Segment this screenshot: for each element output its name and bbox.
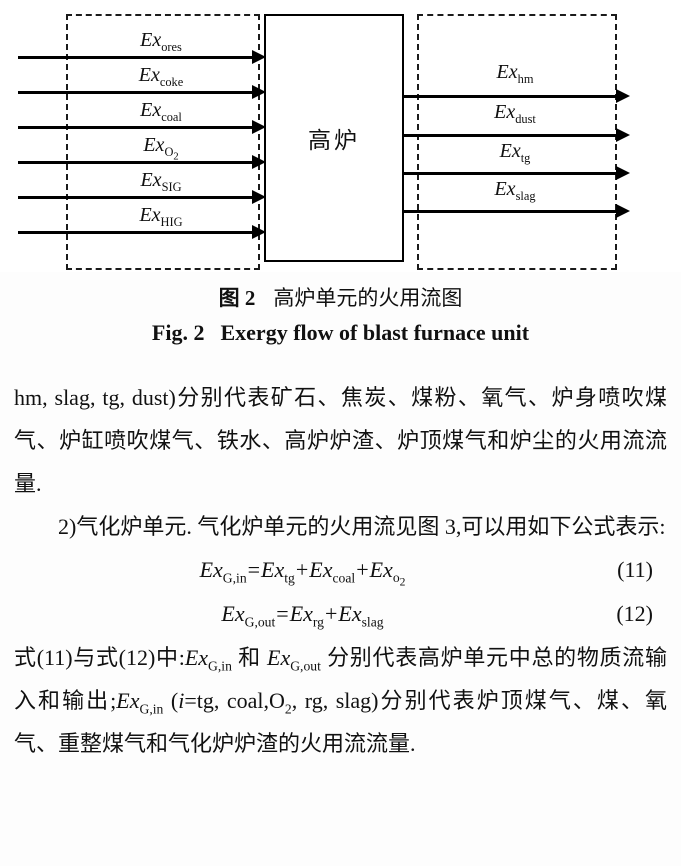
paragraph-2: 2)气化炉单元. 气化炉单元的火用流见图 3,可以用如下公式表示: bbox=[58, 514, 666, 539]
input-arrow-o2 bbox=[18, 155, 266, 169]
math-sub: HIG bbox=[160, 215, 183, 229]
math-sub: slag bbox=[515, 189, 536, 203]
figure-caption: 图 2 高炉单元的火用流图 Fig. 2 Exergy flow of blast … bbox=[0, 282, 681, 346]
blast-furnace-box: 高炉 bbox=[264, 14, 404, 262]
figure-2: 高炉 Exores Excoke Excoal ExO2 ExSIG ExHIG… bbox=[0, 0, 681, 346]
math-sub: G,in bbox=[208, 658, 232, 674]
text-run: =tg, coal,O bbox=[184, 688, 285, 713]
math-var: Ex bbox=[138, 64, 160, 86]
math-sub: tg bbox=[284, 570, 295, 586]
math-var: Ex bbox=[499, 140, 521, 162]
output-arrow-hm bbox=[402, 89, 630, 103]
input-label-o2: ExO2 bbox=[66, 133, 256, 163]
equals-sign: = bbox=[276, 601, 289, 626]
figure-title-en: Exergy flow of blast furnace unit bbox=[220, 320, 530, 345]
math-var: Ex bbox=[267, 645, 291, 670]
math-var: Ex bbox=[139, 204, 161, 226]
equation-11: ExG,in=Extg+Excoal+Exo2 (11) bbox=[14, 548, 667, 592]
math-sub: G,in bbox=[139, 701, 164, 717]
math-sub: o2 bbox=[392, 570, 406, 590]
math-sub: hm bbox=[517, 72, 534, 86]
figure-caption-en: Fig. 2 Exergy flow of blast furnace unit bbox=[0, 320, 681, 346]
input-arrow-coal bbox=[18, 120, 266, 134]
math-sub: G,out bbox=[290, 658, 321, 674]
output-label-slag: Exslag bbox=[417, 177, 613, 203]
math-sub: coal bbox=[161, 110, 182, 124]
equation-12-number: (12) bbox=[616, 601, 653, 626]
inputs-group-box bbox=[66, 14, 260, 270]
math-subsub: 2 bbox=[173, 151, 179, 163]
output-arrow-slag bbox=[402, 204, 630, 218]
article-body: hm, slag, tg, dust)分别代表矿石、焦炭、煤粉、氧气、炉身喷吹煤… bbox=[0, 376, 681, 765]
math-var: Ex bbox=[494, 101, 516, 123]
figure-number-en: Fig. 2 bbox=[151, 320, 205, 345]
math-var: i bbox=[178, 688, 185, 713]
math-var: Ex bbox=[338, 601, 362, 626]
output-arrow-dust bbox=[402, 128, 630, 142]
plus-sign: + bbox=[356, 557, 369, 582]
math-sub: coke bbox=[159, 75, 184, 89]
paragraph-1: hm, slag, tg, dust)分别代表矿石、焦炭、煤粉、氧气、炉身喷吹煤… bbox=[14, 385, 667, 496]
math-var: Ex bbox=[140, 29, 162, 51]
equation-11-expression: ExG,in=Extg+Excoal+Exo2 bbox=[200, 548, 406, 592]
text-run: 式(11)与式(12)中: bbox=[14, 645, 185, 670]
input-arrow-coke bbox=[18, 85, 266, 99]
math-sub: O2 bbox=[164, 145, 179, 163]
math-sub: tg bbox=[520, 151, 531, 165]
text-run: , rg, slag)分别代表炉顶煤气、煤、氧气、重整煤气和气化炉炉渣的火用流流… bbox=[14, 688, 667, 756]
input-arrow-sig bbox=[18, 190, 266, 204]
math-sub: SIG bbox=[161, 180, 182, 194]
math-var: Ex bbox=[140, 169, 162, 191]
math-var: Ex bbox=[494, 178, 516, 200]
math-var: Ex bbox=[116, 688, 140, 713]
text-run: 和 bbox=[231, 645, 268, 670]
input-arrow-hig bbox=[18, 225, 266, 239]
figure-caption-zh: 图 2 高炉单元的火用流图 bbox=[0, 282, 681, 312]
math-var: Ex bbox=[143, 134, 165, 156]
math-var: Ex bbox=[309, 557, 333, 582]
equation-12: ExG,out=Exrg+Exslag (12) bbox=[14, 592, 667, 636]
figure-number-zh: 图 2 bbox=[218, 286, 256, 310]
math-var: Ex bbox=[140, 99, 162, 121]
equals-sign: = bbox=[247, 557, 261, 582]
text-run: ( bbox=[163, 688, 179, 713]
math-sub: slag bbox=[361, 614, 384, 630]
equation-12-expression: ExG,out=Exrg+Exslag bbox=[221, 592, 383, 636]
math-sub: dust bbox=[515, 112, 536, 126]
input-label-coke: Excoke bbox=[66, 63, 256, 89]
paragraph-3: 式(11)与式(12)中:ExG,in 和 ExG,out 分别代表高炉单元中总… bbox=[14, 636, 667, 765]
math-var: Ex bbox=[261, 557, 285, 582]
output-label-hm: Exhm bbox=[417, 60, 613, 86]
text-run: 分别代表高炉单元中总的物质流输入和输出; bbox=[14, 645, 667, 713]
plus-sign: + bbox=[325, 601, 338, 626]
math-sub: G,in bbox=[222, 570, 247, 586]
output-arrow-tg bbox=[402, 166, 630, 180]
math-sub: 2 bbox=[284, 701, 292, 717]
math-sub: G,out bbox=[244, 614, 276, 630]
input-label-coal: Excoal bbox=[66, 98, 256, 124]
math-var: Ex bbox=[496, 61, 518, 83]
plus-sign: + bbox=[295, 557, 309, 582]
math-var: Ex bbox=[184, 645, 209, 670]
math-var: Ex bbox=[199, 557, 223, 582]
math-subsub: 2 bbox=[399, 576, 406, 590]
outputs-group-box bbox=[417, 14, 617, 270]
input-label-sig: ExSIG bbox=[66, 168, 256, 194]
output-label-tg: Extg bbox=[417, 139, 613, 165]
blast-furnace-label: 高炉 bbox=[308, 128, 360, 153]
math-var: Ex bbox=[289, 601, 313, 626]
input-label-ores: Exores bbox=[66, 28, 256, 54]
input-arrow-ores bbox=[18, 50, 266, 64]
input-label-hig: ExHIG bbox=[66, 203, 256, 229]
exergy-flow-diagram: 高炉 Exores Excoke Excoal ExO2 ExSIG ExHIG… bbox=[0, 0, 681, 272]
figure-title-zh: 高炉单元的火用流图 bbox=[273, 286, 463, 310]
math-sub: ores bbox=[161, 40, 182, 54]
output-label-dust: Exdust bbox=[417, 100, 613, 126]
math-sub: rg bbox=[312, 614, 324, 630]
math-var: Ex bbox=[221, 601, 245, 626]
math-var: Ex bbox=[369, 557, 393, 582]
equation-11-number: (11) bbox=[617, 557, 653, 582]
math-sub: coal bbox=[332, 570, 356, 586]
